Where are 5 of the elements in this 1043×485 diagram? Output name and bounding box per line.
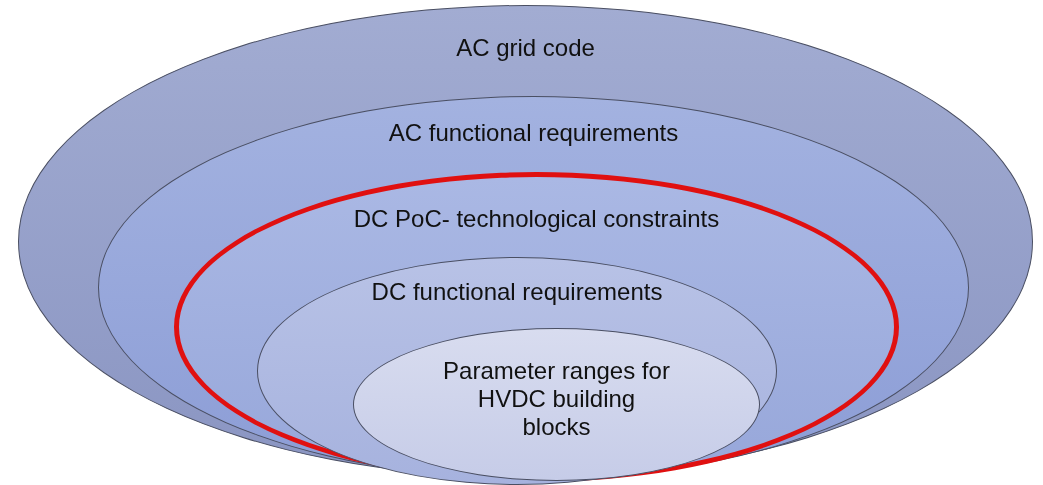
ellipse-label: DC PoC- technological constraints [353, 205, 720, 233]
ellipse-label: DC functional requirements [371, 278, 663, 306]
ellipse-label: AC functional requirements [388, 119, 679, 147]
ellipse-label: AC grid code [456, 34, 595, 62]
ellipse-label: Parameter ranges for HVDC building blocks [442, 357, 671, 441]
